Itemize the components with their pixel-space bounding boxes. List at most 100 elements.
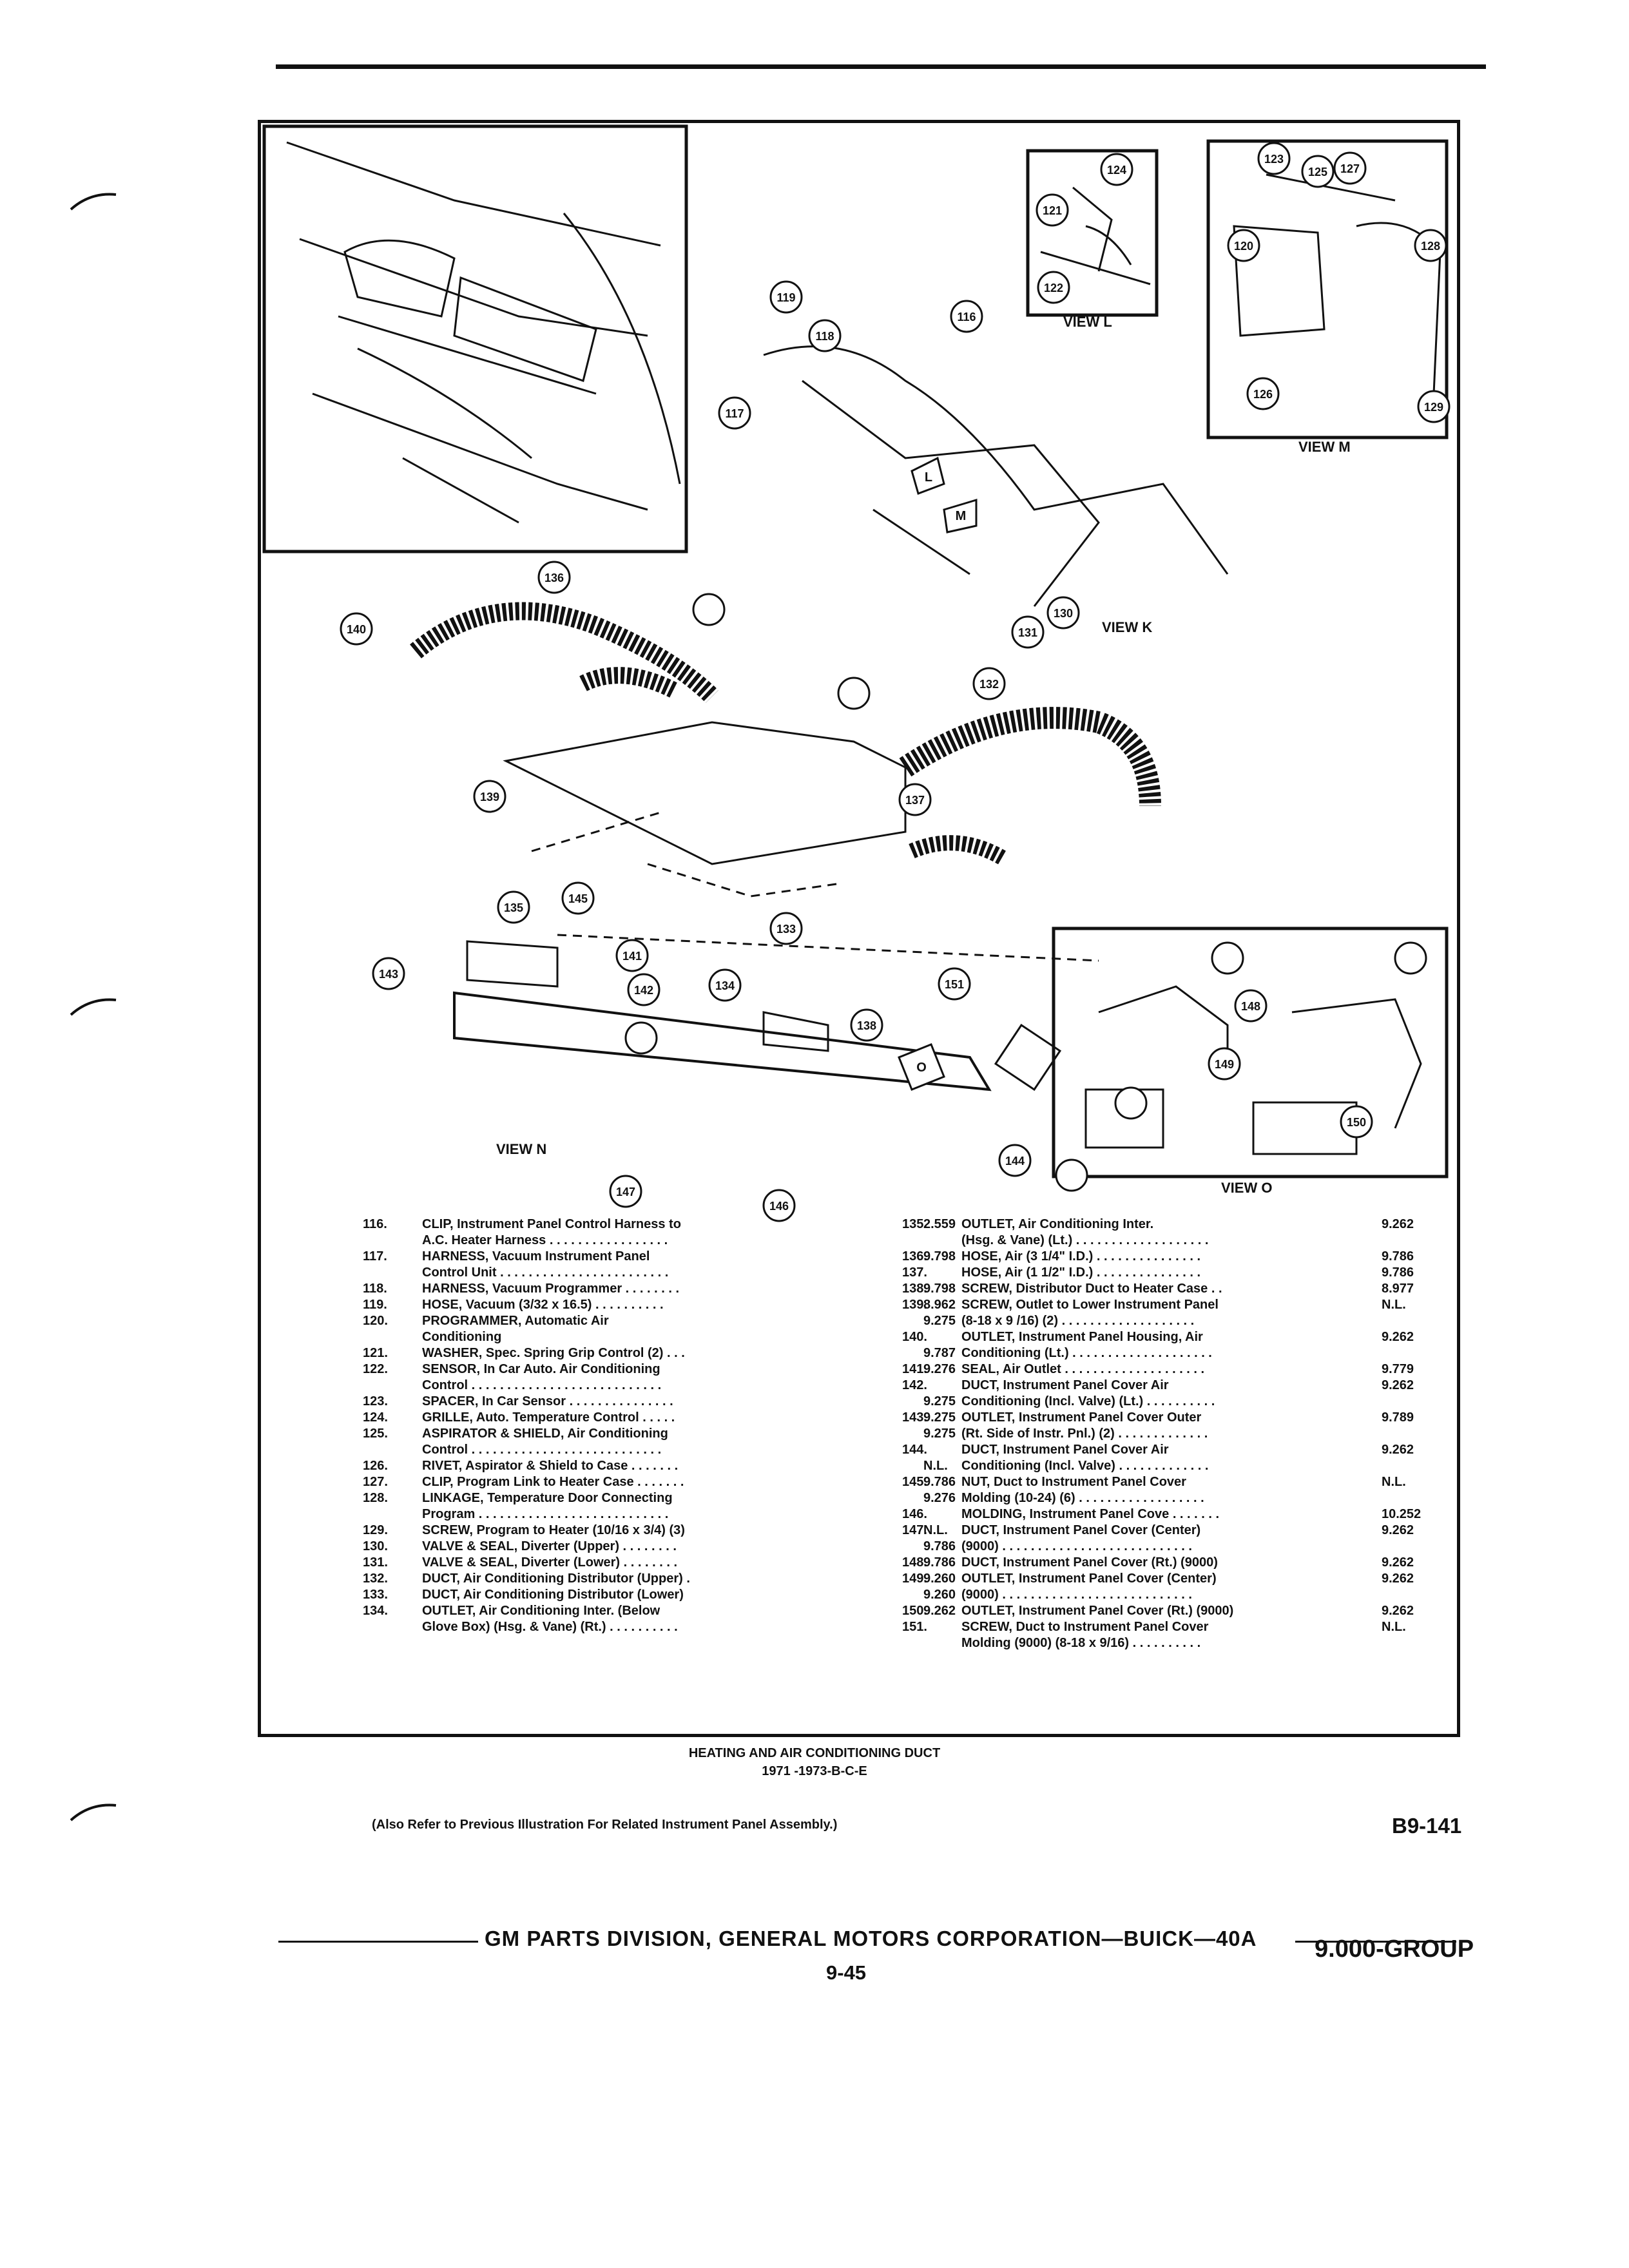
part-code: 9.275 <box>923 1314 956 1328</box>
part-row: 143.OUTLET, Instrument Panel Cover Outer… <box>902 1410 1437 1442</box>
part-num: 126. <box>363 1459 388 1473</box>
figure-id: B9-141 <box>1392 1814 1462 1838</box>
part-row: 116. CLIP, Instrument Panel Control Harne… <box>363 1216 985 1249</box>
part-num: 150. <box>902 1604 927 1618</box>
part-num: 116. <box>363 1217 387 1231</box>
part-code: N.L. <box>923 1459 948 1473</box>
view-m-inset <box>1206 139 1449 439</box>
view-o-label: VIEW O <box>1221 1180 1272 1196</box>
part-code: 9.262 <box>1382 1604 1414 1618</box>
part-row: 129.SCREW, Program to Heater (10/16 x 3/… <box>363 1523 985 1539</box>
part-row: 135.OUTLET, Air Conditioning Inter. (Hsg… <box>902 1216 1437 1249</box>
part-code: 9.798 <box>923 1282 956 1296</box>
callout-number: 147 <box>616 1186 635 1198</box>
callout-number: 137 <box>905 794 925 807</box>
view-m-label: VIEW M <box>1298 439 1351 455</box>
part-desc: CLIP, Instrument Panel Control Harness t… <box>422 1217 681 1247</box>
view-arrow-label: L <box>925 470 932 485</box>
part-row: 146.MOLDING, Instrument Panel Cove . . .… <box>902 1506 1437 1523</box>
callout-number: 117 <box>725 407 744 420</box>
part-code: 9.262 <box>1382 1571 1414 1586</box>
part-row: 133. DUCT, Air Conditioning Distributor (… <box>363 1587 985 1603</box>
part-desc: ASPIRATOR & SHIELD, Air Conditioning Con… <box>422 1427 668 1457</box>
part-code: 9.262 <box>923 1604 956 1618</box>
part-num: 141. <box>902 1362 927 1376</box>
part-row: 128.LINKAGE, Temperature Door Connecting… <box>363 1490 985 1523</box>
part-num: 136. <box>902 1249 927 1264</box>
part-row: 119. HOSE, Vacuum (3/32 x 16.5) . . . . .… <box>363 1297 985 1313</box>
part-num: 146. <box>902 1507 927 1521</box>
part-code: 9.276 <box>923 1491 956 1505</box>
part-num: 138. <box>902 1282 927 1296</box>
part-code: 9.275 <box>923 1394 956 1408</box>
part-row: 150.OUTLET, Instrument Panel Cover (Rt.)… <box>902 1603 1437 1619</box>
part-num: 135. <box>902 1217 927 1231</box>
part-row: 134.OUTLET, Air Conditioning Inter. (Bel… <box>363 1603 985 1635</box>
exploded-diagram: 116 117 118 119 120 121 122 123 124 125 … <box>262 124 1451 1222</box>
part-row: 120.PROGRAMMER, Automatic Air Conditioni… <box>363 1313 985 1345</box>
part-num: 123. <box>363 1394 388 1408</box>
dashboard-inset <box>262 124 688 553</box>
part-desc: SEAL, Air Outlet . . . . . . . . . . . .… <box>961 1362 1205 1376</box>
part-row: 124. GRILLE, Auto. Temperature Control . … <box>363 1410 985 1426</box>
part-desc: HOSE, Air (3 1/4" I.D.) . . . . . . . . … <box>961 1249 1201 1264</box>
part-row: 139. SCREW, Outlet to Lower Instrument Pa… <box>902 1297 1437 1329</box>
part-num: 147. <box>902 1523 927 1537</box>
part-code: 8.962 <box>923 1298 956 1312</box>
view-l-inset <box>1026 149 1159 317</box>
part-desc: CLIP, Program Link to Heater Case . . . … <box>422 1475 684 1489</box>
part-num: 127. <box>363 1475 388 1489</box>
part-num: 125. <box>363 1427 388 1441</box>
part-num: 131. <box>363 1555 388 1570</box>
part-code: 9.798 <box>923 1249 956 1264</box>
part-num: 124. <box>363 1410 388 1425</box>
callout-number: 132 <box>979 678 999 691</box>
part-row: 118.HARNESS, Vacuum Programmer . . . . .… <box>363 1281 985 1297</box>
part-row: 121.WASHER, Spec. Spring Grip Control (2… <box>363 1345 985 1361</box>
part-code: 9.779 <box>1382 1362 1414 1376</box>
view-o-inset <box>1052 927 1449 1178</box>
part-code: 9.275 <box>923 1410 956 1425</box>
callout-number: 124 <box>1107 164 1126 177</box>
part-num: 130. <box>363 1539 388 1553</box>
part-desc: HOSE, Vacuum (3/32 x 16.5) . . . . . . .… <box>422 1298 664 1312</box>
part-desc: GRILLE, Auto. Temperature Control . . . … <box>422 1410 675 1425</box>
part-num: 137. <box>902 1265 927 1280</box>
part-desc: OUTLET, Instrument Panel Cover (Center) … <box>961 1571 1217 1602</box>
callout-number: 149 <box>1215 1058 1234 1071</box>
part-num: 149. <box>902 1571 927 1586</box>
part-desc: WASHER, Spec. Spring Grip Control (2) . … <box>422 1346 685 1360</box>
part-num: 122. <box>363 1362 388 1376</box>
callout-number: 131 <box>1018 626 1037 639</box>
part-num: 133. <box>363 1588 388 1602</box>
callout-number: 119 <box>776 291 795 304</box>
part-num: 139. <box>902 1298 927 1312</box>
part-num: 134. <box>363 1604 388 1618</box>
part-num: 119. <box>363 1298 387 1312</box>
part-desc: PROGRAMMER, Automatic Air Conditioning <box>422 1314 609 1344</box>
part-num: 144. <box>902 1443 927 1457</box>
callout-number: 134 <box>715 979 735 992</box>
part-desc: LINKAGE, Temperature Door Connecting Pro… <box>422 1491 673 1521</box>
caption-years: 1971 -1973-B-C-E <box>762 1764 867 1778</box>
part-row: 140.OUTLET, Instrument Panel Housing, Ai… <box>902 1329 1437 1361</box>
part-num: 132. <box>363 1571 388 1586</box>
part-code: 9.262 <box>1382 1523 1414 1537</box>
part-num: 143. <box>902 1410 927 1425</box>
callout-number: 126 <box>1253 388 1273 401</box>
callout-number: 142 <box>634 984 653 997</box>
part-desc: OUTLET, Instrument Panel Housing, Air Co… <box>961 1330 1212 1360</box>
part-row: 149. OUTLET, Instrument Panel Cover (Cent… <box>902 1571 1437 1603</box>
part-row: 123.SPACER, In Car Sensor . . . . . . . … <box>363 1394 985 1410</box>
part-desc: HOSE, Air (1 1/2" I.D.) . . . . . . . . … <box>961 1265 1201 1280</box>
part-desc: SCREW, Outlet to Lower Instrument Panel … <box>961 1298 1219 1328</box>
callout-number: 123 <box>1264 153 1284 166</box>
part-row: 132.DUCT, Air Conditioning Distributor (… <box>363 1571 985 1587</box>
part-desc: DUCT, Air Conditioning Distributor (Lowe… <box>422 1588 684 1602</box>
part-desc: DUCT, Instrument Panel Cover (Rt.) (9000… <box>961 1555 1218 1570</box>
part-code: 9.787 <box>923 1346 956 1360</box>
part-code: 10.252 <box>1382 1507 1422 1521</box>
group-number: 9.000-GROUP <box>1315 1936 1474 1963</box>
part-num: 142. <box>902 1378 927 1392</box>
part-row: 138.SCREW, Distributor Duct to Heater Ca… <box>902 1281 1437 1297</box>
